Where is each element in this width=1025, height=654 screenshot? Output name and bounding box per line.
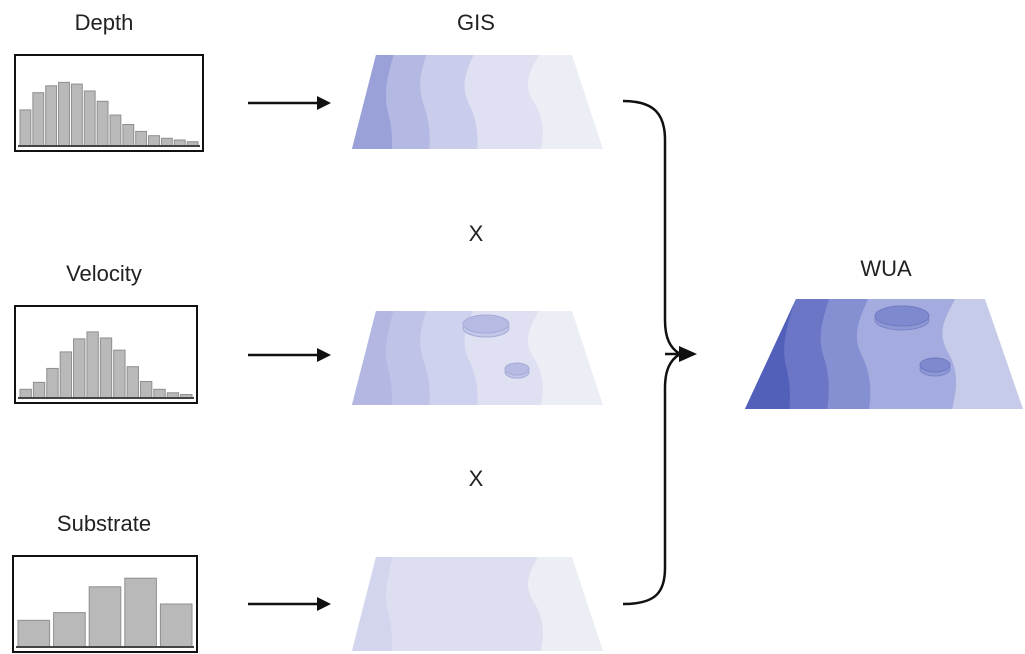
wua-label: WUA	[860, 256, 912, 281]
velocity-histogram-bar	[153, 388, 166, 399]
depth-histogram-bar	[70, 83, 83, 147]
combine-arrow-icon	[665, 346, 697, 362]
depth-arrow-icon	[248, 96, 331, 110]
depth-histogram-bar	[135, 130, 148, 147]
substrate-map-layer	[352, 557, 603, 651]
depth-histogram-bar	[160, 137, 173, 147]
wua-map-layer	[745, 299, 1023, 409]
substrate-label: Substrate	[57, 511, 151, 536]
depth-histogram-bar	[122, 124, 135, 147]
substrate-histogram-bar	[124, 577, 157, 648]
velocity-histogram-bar	[99, 337, 113, 399]
velocity-histogram	[14, 305, 198, 404]
substrate-histogram-bar	[17, 619, 51, 648]
substrate-histogram-bar	[159, 603, 193, 648]
depth-histogram-bar	[45, 85, 58, 147]
velocity-histogram-bar	[139, 380, 153, 399]
velocity-histogram-bar	[73, 338, 86, 399]
multiply-symbol-2: X	[469, 466, 484, 491]
depth-histogram-bar	[58, 81, 70, 147]
velocity-arrow-icon	[248, 348, 331, 362]
gis-map-layer	[352, 55, 603, 149]
depth-histogram	[14, 54, 204, 152]
depth-histogram-bar	[19, 109, 32, 147]
depth-histogram-bar	[83, 90, 96, 147]
right-brace-icon	[622, 99, 683, 606]
velocity-histogram-bar	[86, 331, 99, 399]
velocity-histogram-bar	[19, 388, 32, 399]
depth-histogram-bar	[109, 114, 122, 147]
substrate-histogram-bar	[88, 586, 122, 648]
velocity-histogram-bar	[126, 366, 139, 399]
velocity-map-layer	[352, 311, 603, 405]
depth-histogram-bar	[32, 92, 45, 147]
velocity-histogram-bar	[32, 381, 46, 399]
substrate-histogram-bar	[53, 612, 86, 648]
velocity-label: Velocity	[66, 261, 142, 286]
depth-histogram-bar	[148, 135, 160, 147]
velocity-histogram-bar	[46, 367, 59, 399]
depth-label: Depth	[75, 10, 134, 35]
velocity-histogram-bar	[59, 351, 73, 399]
substrate-histogram	[12, 555, 198, 653]
multiply-symbol-1: X	[469, 221, 484, 246]
depth-histogram-bar	[96, 100, 109, 147]
velocity-histogram-bar	[113, 349, 126, 399]
gis-label: GIS	[457, 10, 495, 35]
substrate-arrow-icon	[248, 597, 331, 611]
